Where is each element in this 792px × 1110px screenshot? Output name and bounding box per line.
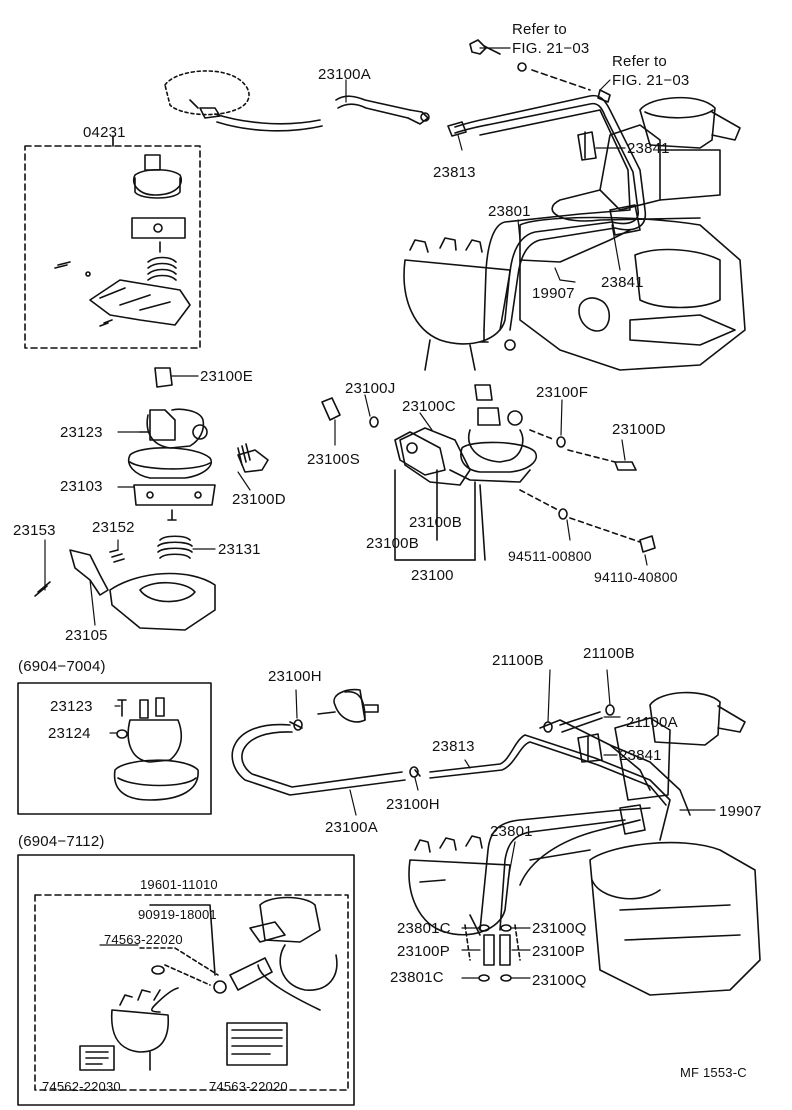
top-engine-assembly [403, 89, 746, 371]
part-19907-top: 19907 [532, 285, 575, 302]
leader-lines [44, 47, 716, 979]
inset2-part-74563-22020-b: 74563-22020 [209, 1079, 288, 1094]
inset-6904-7004-box [17, 682, 212, 815]
part-23100P-a: 23100P [397, 943, 450, 960]
part-21100B-b: 21100B [583, 645, 635, 662]
inset2-part-74562-22030: 74562-22030 [42, 1079, 121, 1094]
part-94511-00800: 94511-00800 [508, 548, 592, 564]
refer-fig-label-1: FIG. 21−03 [512, 40, 590, 57]
part-23801C-b: 23801C [390, 969, 444, 986]
inset-6904-7004-parts [113, 697, 199, 801]
part-23131: 23131 [218, 541, 261, 558]
part-23100P-b: 23100P [532, 943, 585, 960]
part-21100A: 21100A [626, 714, 678, 731]
inset2-part-74563-22020-a: 74563-22020 [104, 932, 183, 947]
inset-6904-7112-parts [79, 896, 338, 1071]
refer-bolts [469, 39, 591, 91]
part-23841-top-2: 23841 [601, 274, 644, 291]
part-23100D-left: 23100D [232, 491, 286, 508]
part-23813-bottom: 23813 [432, 738, 475, 755]
part-19907-bottom: 19907 [719, 803, 762, 820]
part-23100E: 23100E [200, 368, 253, 385]
part-23100H-a: 23100H [268, 668, 322, 685]
part-23100: 23100 [411, 567, 454, 584]
inset-6904-7112-title: (6904−7112) [18, 833, 105, 850]
figure-code: MF 1553-C [680, 1065, 747, 1080]
part-23100D-right: 23100D [612, 421, 666, 438]
part-23103: 23103 [60, 478, 103, 495]
inset1-part-23124: 23124 [48, 725, 91, 742]
part-23100J: 23100J [345, 380, 396, 397]
part-23100Q-a: 23100Q [532, 920, 587, 937]
part-23100A-bottom: 23100A [325, 819, 378, 836]
inset2-part-90919-18001: 90919-18001 [138, 907, 217, 922]
top-fuel-hose-assembly [164, 70, 430, 132]
refer-to-label-1: Refer to [512, 21, 567, 38]
part-23801-top: 23801 [488, 203, 531, 220]
part-04231: 04231 [83, 124, 126, 141]
part-23152: 23152 [92, 519, 135, 536]
part-21100B-a: 21100B [492, 652, 544, 669]
refer-to-label-2: Refer to [612, 53, 667, 70]
part-23100B-b: 23100B [366, 535, 419, 552]
refer-fig-label-2: FIG. 21−03 [612, 72, 690, 89]
part-23100C: 23100C [402, 398, 456, 415]
part-23123: 23123 [60, 424, 103, 441]
part-23801-bottom: 23801 [490, 823, 533, 840]
inset-6904-7112-box [17, 854, 355, 1106]
part-23801C-a: 23801C [397, 920, 451, 937]
kit-04231-box [24, 145, 201, 349]
inset1-part-23123: 23123 [50, 698, 93, 715]
part-23100F: 23100F [536, 384, 589, 401]
part-23841-top: 23841 [627, 140, 670, 157]
inset-6904-7004-title: (6904−7004) [18, 658, 106, 675]
part-23100Q-b: 23100Q [532, 972, 587, 989]
part-23100H-b: 23100H [386, 796, 440, 813]
part-23100S: 23100S [307, 451, 360, 468]
part-23100A-top: 23100A [318, 66, 371, 83]
left-fuel-pump [34, 367, 269, 631]
center-fuel-pump-assembly [321, 384, 656, 561]
inset2-part-19601-11010: 19601-11010 [140, 877, 218, 892]
part-23841-bottom: 23841 [619, 747, 662, 764]
part-23813-top: 23813 [433, 164, 476, 181]
part-94110-40800: 94110-40800 [594, 569, 678, 585]
part-23153: 23153 [13, 522, 56, 539]
kit-04231-parts [54, 154, 191, 327]
bottom-fuel-line-assembly [231, 688, 761, 996]
kit-19601-dashed-box [34, 894, 349, 1091]
part-23105: 23105 [65, 627, 108, 644]
part-23100B-a: 23100B [409, 514, 462, 531]
